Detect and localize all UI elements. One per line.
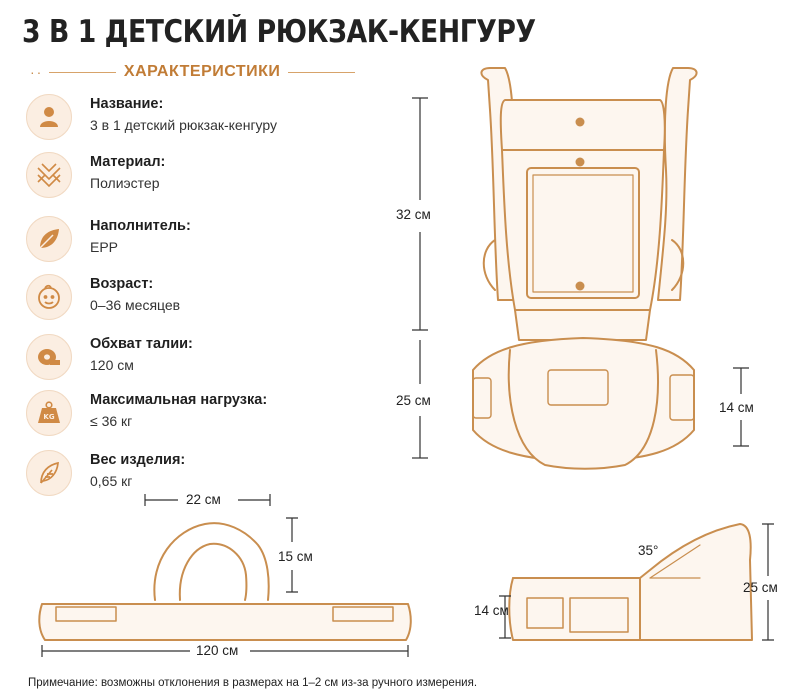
spec-item-name: Название: 3 в 1 детский рюкзак-кенгуру — [22, 90, 362, 146]
baby-face-icon — [26, 274, 72, 320]
section-header: ·· ХАРАКТЕРИСТИКИ — [30, 60, 356, 84]
spec-label: Максимальная нагрузка: — [90, 392, 268, 408]
carrier-snap-buttons — [575, 117, 585, 291]
seat-side-drawing — [508, 523, 753, 641]
spec-item-waist: Обхват талии: 120 см — [22, 330, 362, 386]
spec-label: Обхват талии: — [90, 336, 193, 352]
dim-seat-side-total: 25 см — [743, 580, 778, 595]
dim-belt-length: 120 см — [196, 643, 239, 658]
carrier-front-drawing — [472, 67, 698, 470]
tape-measure-icon — [26, 334, 72, 380]
spec-item-weight: Вес изделия: 0,65 кг — [22, 446, 362, 502]
spec-value: EPP — [90, 239, 119, 255]
waist-belt-drawing — [38, 522, 412, 641]
divider-left — [49, 71, 116, 73]
spec-value: 0,65 кг — [90, 473, 133, 489]
spec-label: Название: — [90, 96, 164, 112]
weight-kg-icon: KG — [26, 390, 72, 436]
footnote: Примечание: возможны отклонения в размер… — [28, 677, 478, 689]
section-dots: ·· — [30, 64, 44, 80]
spec-item-age: Возраст: 0–36 месяцев — [22, 270, 362, 326]
section-title: ХАРАКТЕРИСТИКИ — [123, 63, 281, 80]
dimension-lines — [41, 97, 774, 657]
svg-text:KG: KG — [43, 413, 54, 421]
spec-label: Наполнитель: — [90, 218, 191, 234]
person-icon — [26, 94, 72, 140]
dim-seat-depth: 14 см — [719, 400, 754, 415]
divider-right — [288, 71, 356, 73]
spec-value: 120 см — [90, 357, 134, 373]
spec-label: Возраст: — [90, 276, 154, 292]
spec-value: Полиэстер — [90, 175, 160, 191]
spec-value: ≤ 36 кг — [90, 413, 133, 429]
spec-label: Вес изделия: — [90, 452, 186, 468]
dim-carrier-bottom: 25 см — [396, 393, 431, 408]
spec-item-max-load: KG Максимальная нагрузка: ≤ 36 кг — [22, 386, 362, 442]
dim-carrier-top: 32 см — [396, 207, 431, 222]
page-title: 3 В 1 ДЕТСКИЙ РЮКЗАК-КЕНГУРУ — [22, 14, 536, 50]
spec-value: 0–36 месяцев — [90, 297, 181, 313]
leaf-icon — [26, 216, 72, 262]
spec-label: Материал: — [90, 154, 166, 170]
dim-belt-arch-height: 15 см — [278, 549, 313, 564]
dim-belt-arch-width: 22 см — [186, 492, 221, 507]
spec-item-material: Материал: Полиэстер — [22, 148, 362, 204]
dim-seat-side-height: 14 см — [474, 603, 509, 618]
fabric-weave-icon — [26, 152, 72, 198]
spec-value: 3 в 1 детский рюкзак-кенгуру — [90, 117, 278, 133]
feather-icon — [26, 450, 72, 496]
dim-seat-angle: 35° — [638, 543, 659, 558]
spec-item-filler: Наполнитель: EPP — [22, 212, 362, 268]
